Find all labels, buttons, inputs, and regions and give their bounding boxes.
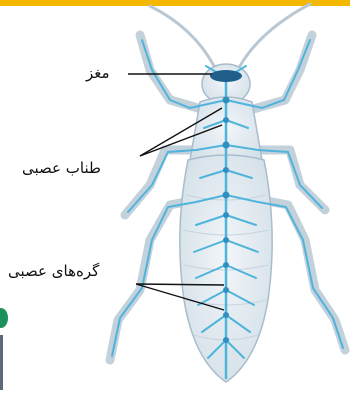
brain	[210, 70, 242, 82]
label-ganglia: گره‌های عصبی	[8, 264, 99, 279]
antennae	[150, 4, 310, 66]
label-brain: مغز	[86, 66, 110, 81]
page-edge-bar	[0, 335, 3, 390]
label-nerve-cord: طناب عصبی	[22, 161, 101, 176]
